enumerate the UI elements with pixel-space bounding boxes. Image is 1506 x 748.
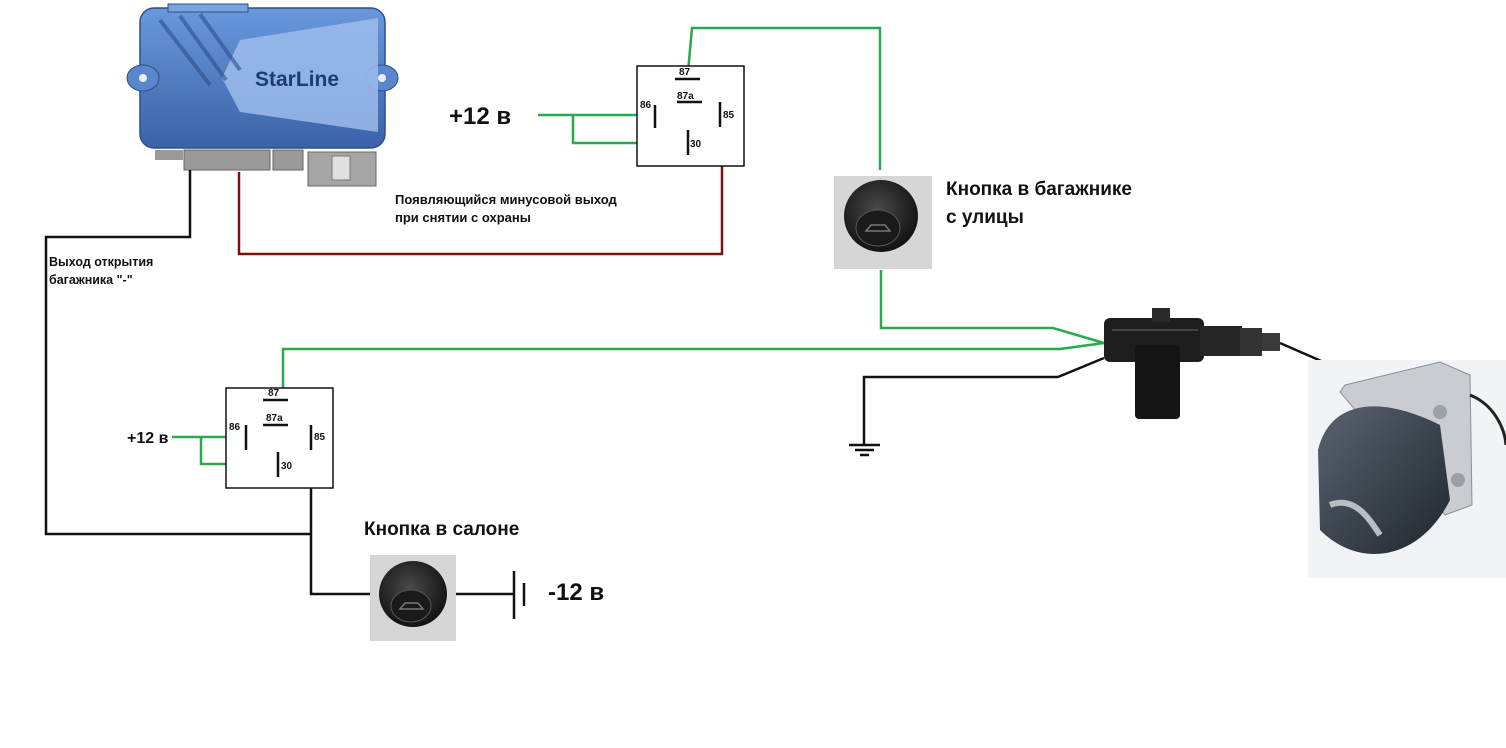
relay-top-pin-87a: 87a bbox=[677, 91, 694, 102]
relay-bottom-pin-86: 86 bbox=[229, 422, 241, 433]
minus-12-label: -12 в bbox=[548, 579, 604, 606]
trunk-output-label-line1: Выход открытия bbox=[49, 255, 153, 269]
black-wires bbox=[44, 170, 1441, 596]
push-button-icon bbox=[834, 176, 932, 269]
trunk-button-label-line1: Кнопка в багажнике bbox=[946, 179, 1132, 200]
trunk-button-label-line2: с улицы bbox=[946, 207, 1024, 228]
relay-top bbox=[636, 65, 745, 167]
cabin-button-label: Кнопка в салоне bbox=[364, 519, 519, 540]
relay-bottom-pin-85: 85 bbox=[314, 432, 326, 443]
module-brand: StarLine bbox=[255, 68, 339, 91]
relay-bottom-supply-label: +12 в bbox=[127, 430, 169, 447]
relay-bottom bbox=[225, 387, 334, 489]
relay-top-pin-30: 30 bbox=[690, 139, 702, 150]
relay-top-pin-86: 86 bbox=[640, 100, 652, 111]
trunk-output-label-line2: багажника "-" bbox=[49, 273, 133, 287]
door-lock-actuator-icon bbox=[1104, 308, 1280, 419]
trunk-lock-icon bbox=[1308, 360, 1506, 578]
relay-bottom-pin-87: 87 bbox=[268, 388, 280, 399]
alarm-module-icon bbox=[126, 3, 399, 187]
minus-output-label-line1: Появляющийся минусовой выход bbox=[395, 192, 618, 207]
relay-top-supply-label: +12 в bbox=[449, 103, 511, 130]
relay-bottom-pin-87a: 87a bbox=[266, 413, 283, 424]
battery-symbol-icon bbox=[512, 571, 526, 619]
relay-top-pin-87: 87 bbox=[679, 67, 691, 78]
ground-symbol-icon bbox=[849, 443, 880, 457]
minus-output-label-line2: при снятии с охраны bbox=[395, 210, 531, 225]
red-wire bbox=[237, 163, 724, 256]
relay-bottom-pin-30: 30 bbox=[281, 461, 293, 472]
relay-top-pin-85: 85 bbox=[723, 110, 735, 121]
push-button-icon bbox=[370, 555, 456, 641]
